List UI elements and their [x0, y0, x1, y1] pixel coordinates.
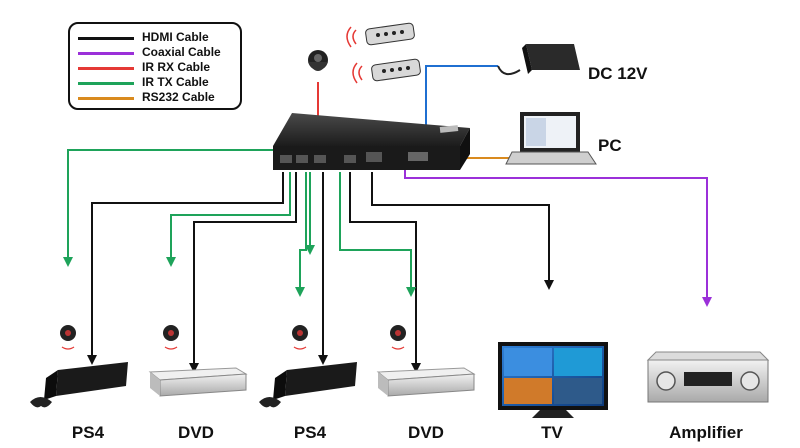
ps4-console-icon — [259, 362, 357, 408]
ir-tx-cable-3b — [295, 172, 307, 297]
coaxial-cable — [404, 160, 712, 307]
ir-tx-cables — [63, 149, 416, 297]
remote-control-icon — [346, 22, 421, 84]
device-label-tv: TV — [541, 423, 563, 442]
legend-label: IR RX Cable — [142, 60, 211, 74]
ir-emitter-icon — [292, 325, 308, 350]
power-label: DC 12V — [588, 64, 648, 83]
tv-icon — [498, 342, 608, 418]
legend-item: IR TX Cable — [78, 75, 238, 90]
legend-swatch — [78, 67, 134, 70]
pc-laptop-icon — [505, 112, 597, 165]
ir-emitter-icon — [60, 325, 76, 350]
dvd-player-icon — [376, 367, 476, 397]
legend-label: RS232 Cable — [142, 90, 215, 104]
hdmi-cable-tv — [371, 172, 554, 290]
ir-tx-cable-4 — [339, 172, 416, 297]
hdmi-cables — [87, 172, 554, 373]
ir-receiver-icon — [308, 50, 328, 71]
amplifier-icon — [646, 351, 770, 403]
hdmi-cable-ps4-1 — [87, 172, 284, 365]
device-label-dvd-2: DVD — [408, 423, 444, 442]
ir-emitter-icons — [60, 325, 406, 350]
hdmi-cable-dvd-2 — [349, 172, 421, 373]
legend-swatch — [78, 97, 134, 100]
legend-item: Coaxial Cable — [78, 45, 238, 60]
legend-item: HDMI Cable — [78, 30, 238, 45]
dvd-player-icon — [148, 367, 248, 397]
device-label-amplifier: Amplifier — [669, 423, 743, 442]
pc-label: PC — [598, 136, 622, 155]
legend-label: HDMI Cable — [142, 30, 209, 44]
power-adapter-icon — [497, 44, 580, 76]
legend-swatch — [78, 52, 134, 55]
ir-tx-cable-2 — [166, 172, 291, 267]
legend-item: RS232 Cable — [78, 90, 238, 105]
switcher-unit — [273, 113, 470, 170]
device-label-dvd-1: DVD — [178, 423, 214, 442]
hdmi-cable-dvd-1 — [189, 172, 297, 373]
legend-swatch — [78, 82, 134, 85]
legend-label: IR TX Cable — [142, 75, 209, 89]
ps4-console-icon — [30, 362, 128, 408]
dc-power-cable — [425, 65, 498, 150]
legend-label: Coaxial Cable — [142, 45, 221, 59]
cable-legend: HDMI Cable Coaxial Cable IR RX Cable IR … — [68, 22, 242, 110]
legend-swatch — [78, 37, 134, 40]
ir-emitter-icon — [163, 325, 179, 350]
device-label-ps4-2: PS4 — [293, 423, 327, 442]
ir-tx-cable-1 — [63, 149, 287, 267]
device-label-ps4-1: PS4 — [71, 423, 105, 442]
ir-emitter-icon — [390, 325, 406, 350]
legend-item: IR RX Cable — [78, 60, 238, 75]
